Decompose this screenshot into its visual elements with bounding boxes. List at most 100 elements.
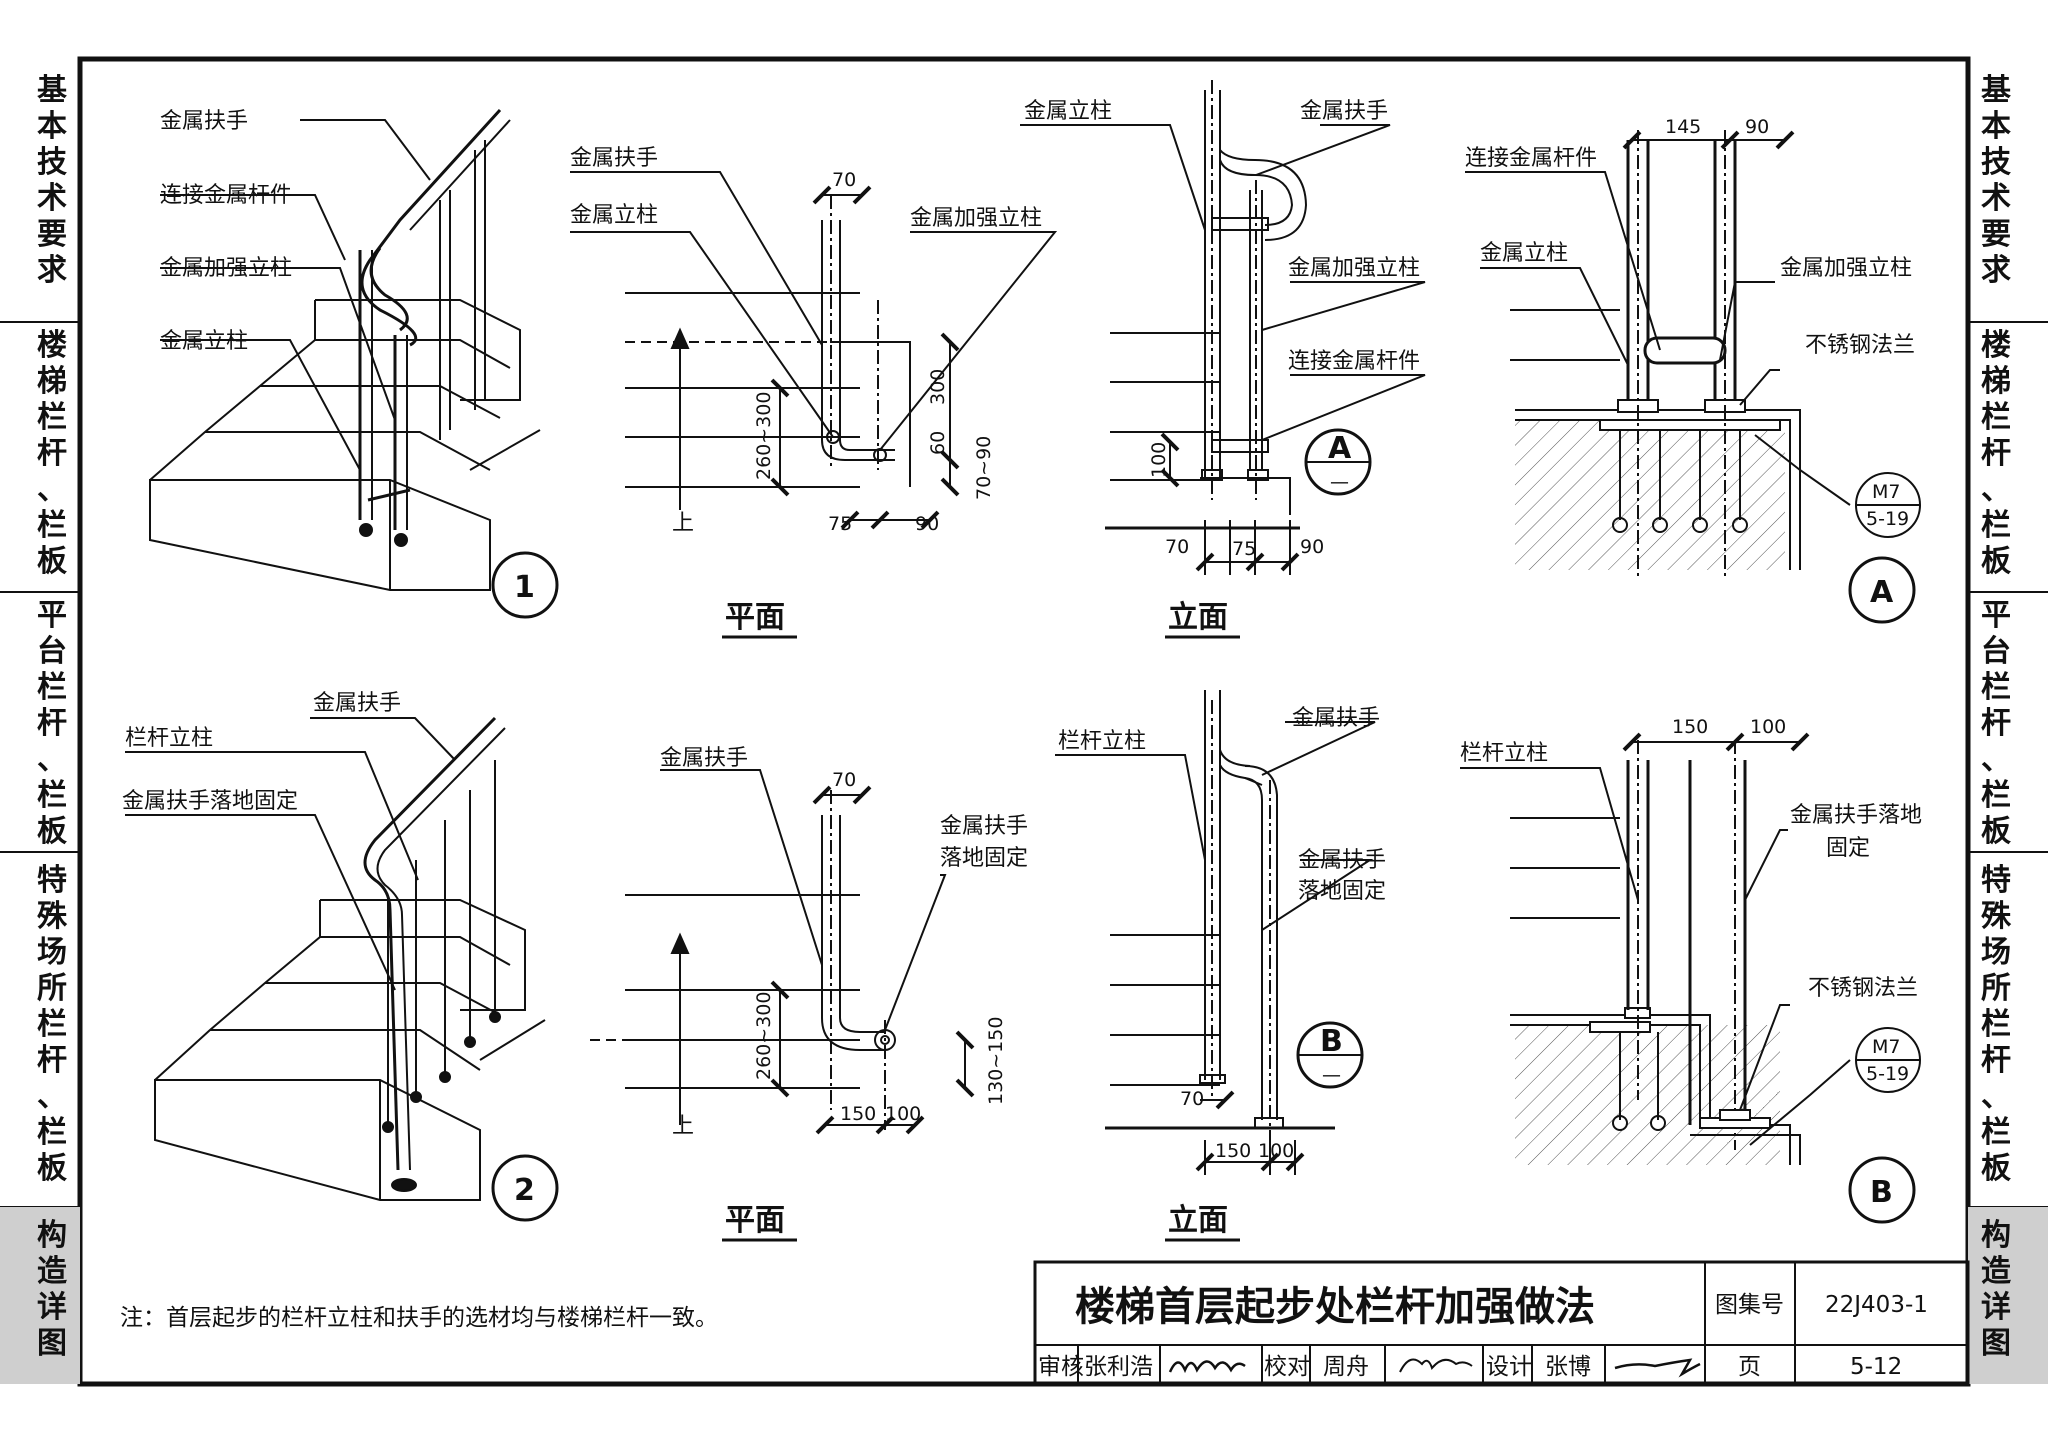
designer-name: 张博 (1545, 1354, 1591, 1380)
elev2-caption: 立面 (1168, 1203, 1228, 1238)
iso1-label-handrail: 金属扶手 (160, 109, 248, 134)
drawing-title: 楼梯首层起步处栏杆加强做法 (1075, 1284, 1595, 1330)
plan1-caption: 平面 (725, 600, 785, 635)
right-tab-stair[interactable]: 楼梯栏杆、栏板 (1981, 328, 2011, 579)
plan1-dim-300: 300 (927, 369, 949, 405)
elev2-label-handrail: 金属扶手 (1292, 706, 1380, 731)
iso-view-2 (125, 716, 559, 1222)
iso2-number: 2 (514, 1173, 535, 1208)
left-tab-detail[interactable]: 构造详图 (37, 1218, 67, 1361)
plan2-label-handrail-2: 金属扶手 (940, 814, 1028, 839)
reviewer-signature (1168, 1360, 1246, 1374)
right-tab-basic[interactable]: 基本技术要求 (1981, 73, 2011, 288)
right-tab-platform[interactable]: 平台栏杆、栏板 (1981, 598, 2011, 849)
plan1-dim-70: 70 (832, 169, 856, 191)
detB-dim-100: 100 (1750, 716, 1786, 738)
plan2-label-floor-fix: 落地固定 (940, 846, 1028, 871)
elev2-dim-150: 150 (1215, 1140, 1251, 1162)
detB-label-fix: 固定 (1826, 836, 1870, 861)
elevation-view-2 (1055, 690, 1376, 1175)
elev1-ref-letter: A (1328, 431, 1352, 466)
title-block (1033, 1260, 1970, 1386)
detB-number: B (1870, 1175, 1893, 1210)
reviewer-name: 张利浩 (1084, 1354, 1153, 1380)
page-number: 5-12 (1850, 1354, 1902, 1380)
plan2-up-label: 上 (672, 1114, 694, 1139)
check-label: 校对 (1264, 1354, 1310, 1380)
left-tab-stair[interactable]: 楼梯栏杆、栏板 (37, 328, 67, 579)
detB-dim-150: 150 (1672, 716, 1708, 738)
elev1-label-handrail: 金属扶手 (1300, 99, 1388, 124)
footnote: 注：首层起步的栏杆立柱和扶手的选材均与楼梯栏杆一致。 (120, 1305, 718, 1331)
plan2-label-handrail: 金属扶手 (660, 746, 748, 771)
plan1-dim-260-300: 260~300 (753, 392, 775, 480)
elev2-ref-letter: B (1320, 1024, 1343, 1059)
elev1-label-reinforced-post: 金属加强立柱 (1288, 256, 1420, 281)
right-tab-special[interactable]: 特殊场所栏杆、栏板 (1981, 863, 2012, 1186)
designer-signature (1614, 1358, 1701, 1378)
elev1-label-post: 金属立柱 (1024, 99, 1112, 124)
iso1-label-post: 金属立柱 (160, 329, 248, 354)
detA-ref-top: M7 (1872, 481, 1900, 503)
right-side-tabs: 基本技术要求 楼梯栏杆、栏板 平台栏杆、栏板 特殊场所栏杆、栏板 构造详图 (1968, 73, 2048, 1384)
plan1-dim-90: 90 (915, 513, 939, 535)
elev1-dim-75: 75 (1232, 538, 1256, 560)
elev2-ref-sub: — (1322, 1064, 1341, 1086)
detA-ref-bottom: 5-19 (1866, 508, 1909, 530)
detB-ref-top: M7 (1872, 1036, 1900, 1058)
plan2-dim-100: 100 (885, 1103, 921, 1125)
plan2-dim-150: 150 (840, 1103, 876, 1125)
detB-label-flange: 不锈钢法兰 (1808, 976, 1918, 1001)
plan1-label-reinforced-post: 金属加强立柱 (910, 206, 1042, 231)
detA-label-reinforced-post: 金属加强立柱 (1780, 256, 1912, 281)
elev2-dim-70: 70 (1180, 1088, 1204, 1110)
plan-view-2 (590, 769, 975, 1135)
iso2-label-handrail: 金属扶手 (313, 691, 401, 716)
detA-label-flange: 不锈钢法兰 (1805, 333, 1915, 358)
iso1-label-reinforced-post: 金属加强立柱 (160, 256, 292, 281)
plan1-label-post: 金属立柱 (570, 203, 658, 228)
iso1-number: 1 (514, 570, 535, 605)
left-tab-basic[interactable]: 基本技术要求 (37, 73, 67, 288)
elev1-dim-100: 100 (1148, 442, 1170, 478)
iso2-label-floor-fix: 金属扶手落地固定 (122, 789, 298, 814)
elev1-dim-90: 90 (1300, 536, 1324, 558)
checker-signature (1399, 1358, 1473, 1373)
elev1-caption: 立面 (1168, 600, 1228, 635)
plan2-dim-130-150: 130~150 (985, 1017, 1007, 1105)
design-label: 设计 (1486, 1354, 1532, 1380)
elev2-label-floor-fix: 落地固定 (1298, 879, 1386, 904)
elev2-label-handrail-2: 金属扶手 (1298, 848, 1386, 873)
elevation-view-1 (1020, 80, 1426, 575)
detB-label-post: 栏杆立柱 (1460, 741, 1548, 766)
elev1-label-connector: 连接金属杆件 (1288, 349, 1420, 374)
elev1-dim-70: 70 (1165, 536, 1189, 558)
detA-dim-145: 145 (1665, 116, 1701, 138)
detB-ref-bottom: 5-19 (1866, 1063, 1909, 1085)
sheet-frame (77, 56, 1971, 1387)
review-label: 审核 (1038, 1354, 1084, 1380)
left-side-tabs: 基本技术要求 楼梯栏杆、栏板 平台栏杆、栏板 特殊场所栏杆、栏板 构造详图 (0, 73, 80, 1384)
detA-number: A (1870, 575, 1894, 610)
plan1-up-label: 上 (672, 511, 694, 536)
right-tab-detail[interactable]: 构造详图 (1981, 1218, 2011, 1361)
plan1-label-handrail: 金属扶手 (570, 146, 658, 171)
detA-label-connector: 连接金属杆件 (1465, 146, 1597, 171)
plan-view-1 (570, 171, 1058, 530)
detA-label-post: 金属立柱 (1480, 241, 1568, 266)
plan2-caption: 平面 (725, 1203, 785, 1238)
elev1-ref-sub: — (1330, 471, 1349, 493)
atlas-number: 22J403-1 (1825, 1292, 1928, 1318)
elev2-dim-100: 100 (1258, 1140, 1294, 1162)
left-tab-special[interactable]: 特殊场所栏杆、栏板 (37, 863, 68, 1186)
plan1-dim-60: 60 (927, 431, 949, 455)
detail-b (1460, 732, 1921, 1224)
iso1-label-connector: 连接金属杆件 (160, 183, 292, 208)
detB-label-floor-fix: 金属扶手落地 (1790, 803, 1922, 828)
plan2-dim-70: 70 (832, 769, 856, 791)
plan2-dim-260-300: 260~300 (753, 992, 775, 1080)
atlas-label: 图集号 (1715, 1292, 1784, 1318)
checker-name: 周舟 (1323, 1354, 1369, 1380)
left-tab-platform[interactable]: 平台栏杆、栏板 (37, 598, 67, 849)
